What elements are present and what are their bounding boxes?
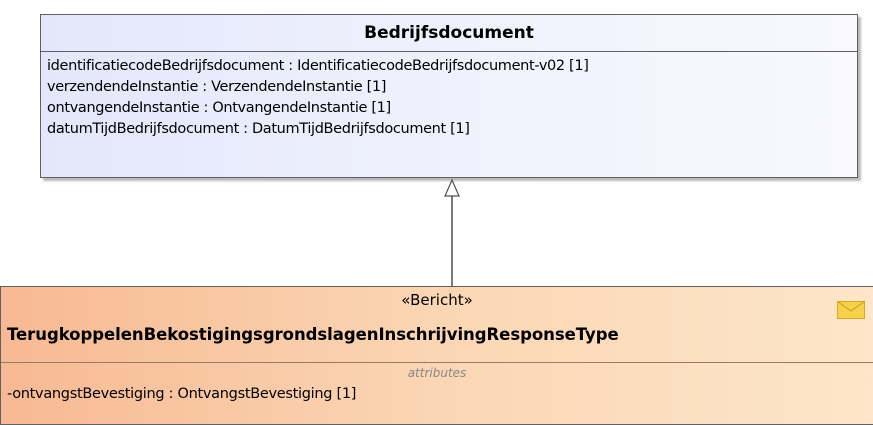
- attribute-row[interactable]: datumTijdBedrijfsdocument : DatumTijdBed…: [47, 121, 470, 137]
- compartment-divider: [1, 362, 873, 363]
- envelope-icon: [837, 301, 865, 319]
- generalization-arrowhead-icon: [444, 178, 460, 197]
- class-bedrijfsdocument[interactable]: Bedrijfsdocument identificatiecodeBedrij…: [40, 14, 858, 178]
- class-response-type[interactable]: «Bericht» TerugkoppelenBekostigingsgrond…: [0, 286, 873, 425]
- compartment-label: attributes: [407, 366, 467, 380]
- attribute-row[interactable]: identificatiecodeBedrijfsdocument : Iden…: [47, 58, 589, 74]
- attribute-row[interactable]: verzendendeInstantie : VerzendendeInstan…: [47, 79, 387, 95]
- attribute-row[interactable]: -ontvangstBevestiging : OntvangstBevesti…: [7, 386, 357, 402]
- class-name: Bedrijfsdocument: [41, 15, 857, 52]
- attributes-compartment: identificatiecodeBedrijfsdocument : Iden…: [41, 52, 857, 140]
- class-name: TerugkoppelenBekostigingsgrondslagenInsc…: [7, 325, 619, 344]
- attribute-row[interactable]: ontvangendeInstantie : OntvangendeInstan…: [47, 100, 391, 116]
- stereotype-label: «Bericht»: [401, 291, 473, 309]
